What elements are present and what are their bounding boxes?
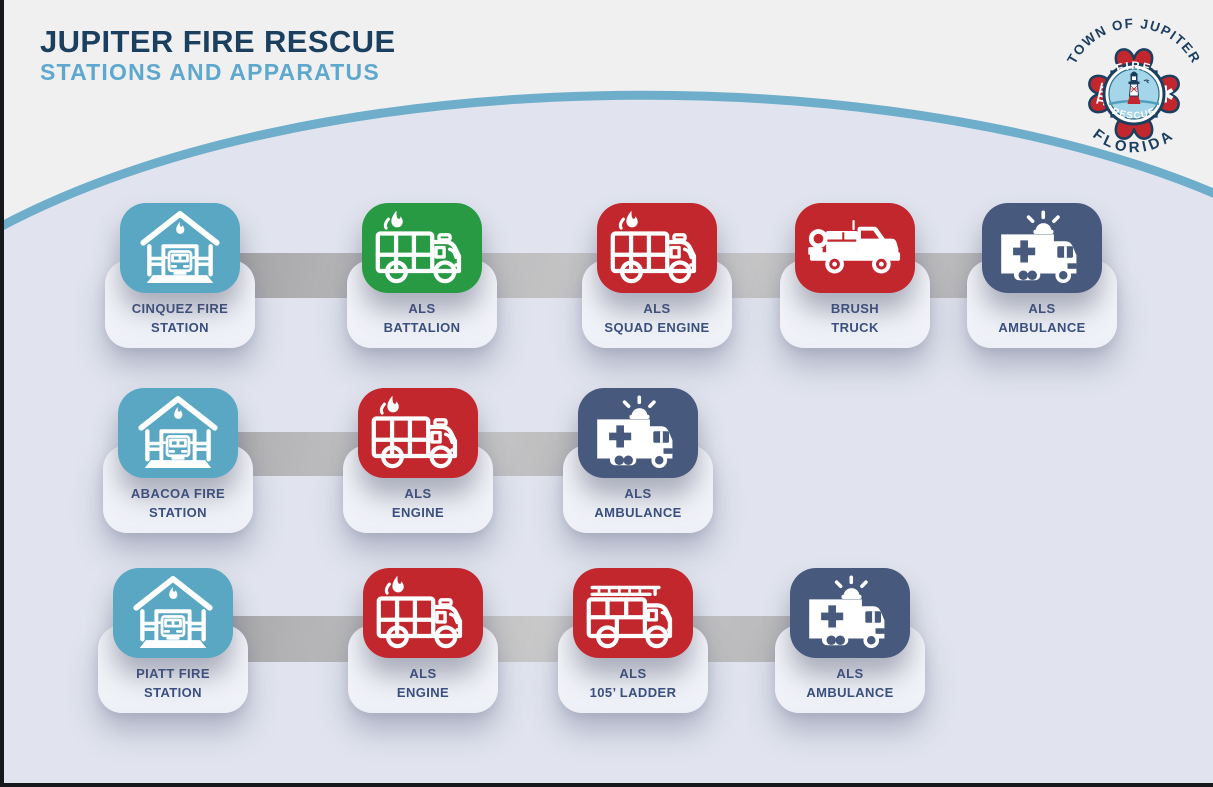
item-label: ALS ENGINE xyxy=(396,666,450,700)
brush-truck-icon xyxy=(795,203,915,293)
item-label: ALS AMBULANCE xyxy=(806,666,894,700)
item-piatt-fire-station: PIATT FIRE STATION xyxy=(98,568,248,718)
fire-station-icon xyxy=(113,568,233,658)
item-label: ALS ENGINE xyxy=(391,486,445,520)
item-als-ambulance: ALS AMBULANCE xyxy=(563,388,713,538)
item-als-ambulance: ALS AMBULANCE xyxy=(775,568,925,718)
item-als-engine: ALS ENGINE xyxy=(343,388,493,538)
item-label: ALS AMBULANCE xyxy=(594,486,682,520)
ambulance-icon xyxy=(982,203,1102,293)
page-bottom-edge xyxy=(0,783,1213,787)
item-label: CINQUEZ FIRE STATION xyxy=(131,301,229,335)
page-left-edge xyxy=(0,0,4,787)
logo-rescue-text: RESCUE xyxy=(1110,106,1157,122)
item-label: ABACOA FIRE STATION xyxy=(130,486,226,520)
connector-band-row-3 xyxy=(173,616,852,662)
item-als-ambulance: ALS AMBULANCE xyxy=(967,203,1117,353)
ambulance-icon xyxy=(790,568,910,658)
fire-engine-icon xyxy=(597,203,717,293)
town-of-jupiter-fire-rescue-logo: TOWN OF JUPITER FLORIDA xyxy=(1064,16,1202,157)
item-label: ALS BATTALION xyxy=(383,301,461,335)
item-als-battalion: ALS BATTALION xyxy=(347,203,497,353)
item-als-105-ladder: ALS 105’ LADDER xyxy=(558,568,708,718)
item-cinquez-fire-station: CINQUEZ FIRE STATION xyxy=(105,203,255,353)
ladder-truck-icon xyxy=(573,568,693,658)
item-label: ALS AMBULANCE xyxy=(998,301,1086,335)
fire-engine-icon xyxy=(363,568,483,658)
item-brush-truck: BRUSH TRUCK xyxy=(780,203,930,353)
lighthouse-glyph xyxy=(1108,65,1160,106)
item-label: ALS SQUAD ENGINE xyxy=(604,301,710,335)
fire-station-icon xyxy=(118,388,238,478)
item-als-engine: ALS ENGINE xyxy=(348,568,498,718)
fire-engine-icon xyxy=(362,203,482,293)
item-als-squad-engine: ALS SQUAD ENGINE xyxy=(582,203,732,353)
maltese-cross xyxy=(1088,48,1180,140)
page-title: JUPITER FIRE RESCUE xyxy=(40,24,396,59)
item-label: BRUSH TRUCK xyxy=(830,301,880,335)
ambulance-icon xyxy=(578,388,698,478)
fire-engine-icon xyxy=(358,388,478,478)
page-subtitle: STATIONS AND APPARATUS xyxy=(40,59,380,86)
header: JUPITER FIRE RESCUE STATIONS AND APPARAT… xyxy=(40,24,396,86)
fire-station-icon xyxy=(120,203,240,293)
item-label: PIATT FIRE STATION xyxy=(136,666,210,700)
item-abacoa-fire-station: ABACOA FIRE STATION xyxy=(103,388,253,538)
item-label: ALS 105’ LADDER xyxy=(589,666,677,700)
